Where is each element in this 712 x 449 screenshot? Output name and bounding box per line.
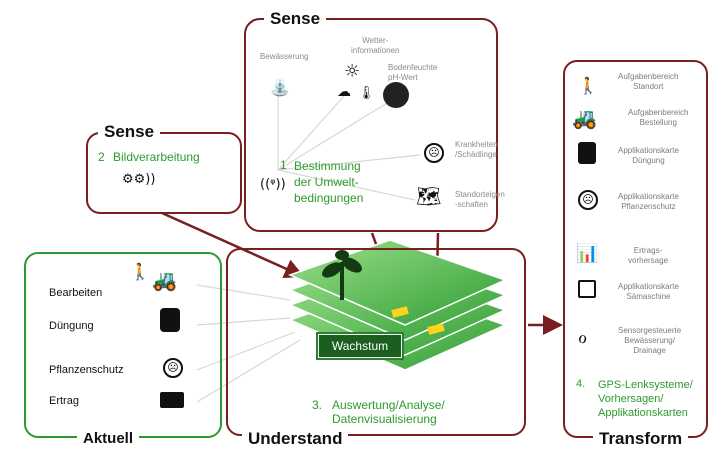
transform-item-saemaschine: Applikationskarte Sämaschine [618,282,679,301]
aktuell-item-duengung: Düngung [49,320,94,332]
aktuell-item-pflanzenschutz: Pflanzenschutz [49,364,124,376]
field-layers [287,239,508,371]
plant-protection-icon: ☹ [163,358,183,378]
transform-item-standort: Aufgabenbereich Standort [618,72,679,91]
farmer-standort-icon: 🚶 [578,76,598,95]
transform-item-duengung: Applikationskarte Düngung [618,146,679,165]
harvester-icon [160,392,184,408]
label-standorteigenschaften: Standorteigen -schaften [455,190,505,209]
yield-forecast-icon: 📊 [576,243,599,264]
understand-box [226,248,526,436]
sense-left-step-number: 2 [98,150,105,164]
label-wetterinformationen: Wetter- informationen [351,36,400,55]
understand-step-number: 3. [312,398,323,412]
farmer-icon: 🚶 [130,262,150,281]
aktuell-spokes [196,284,301,403]
transform-item-bewaesserung: Sensorgesteuerte Bewässerung/ Drainage [618,326,682,355]
label-bewaesserung: Bewässerung [260,52,309,61]
tractor-icon: 🚜 [152,268,177,292]
weather-sun-icon: ☼ [344,61,361,82]
aktuell-item-bearbeiten: Bearbeiten [49,287,103,299]
label-krankheiten: Krankheiten /Schädlinge [455,140,498,159]
thermometer-icon: 🌡 [358,86,375,101]
irrigation-icon: ⛲ [270,78,290,97]
wachstum-label: Wachstum [318,334,402,358]
protection-map-icon: ☹ [578,190,598,210]
understand-step-text: Auswertung/Analyse/ Datenvisualisierung [332,398,445,426]
sensor-irrigation-icon: ℴ [578,324,588,348]
transform-title: Transform [593,429,689,449]
signal-sensor-icon: ((ᵠ)) [260,177,286,192]
fertilizer-map-icon [578,142,596,164]
tractor-bestellung-icon: 🚜 [572,106,597,130]
map-location-icon: 🗺 [416,184,442,208]
aktuell-box [24,252,222,438]
fertilizer-bag-icon [160,308,180,332]
sense-spokes [277,94,421,201]
soil-moisture-icon [383,82,409,108]
sense-top-title: Sense [264,9,327,29]
understand-title: Understand [242,429,349,449]
sense-step-number: 1 [280,158,287,172]
arrow-sense-left-to-field [161,211,305,278]
aktuell-item-ertrag: Ertrag [49,395,79,407]
transform-item-ertragsvorhersage: Ertrags- vorhersage [628,246,669,265]
label-bodenfeuchte: Bodenfeuchte pH-Wert [388,63,438,82]
seeder-map-icon [578,280,596,298]
rain-cloud-icon: ☁ [337,84,351,100]
sense-left-title: Sense [98,122,161,142]
transform-step-number: 4. [576,378,586,390]
drone-icon: ⚙⚙)) [122,172,156,187]
aktuell-title: Aktuell [77,430,140,447]
sense-left-box [86,132,242,214]
transform-step-text: GPS-Lenksysteme/ Vorhersagen/ Applikatio… [598,379,693,419]
sense-top-box [244,18,498,232]
sense-step-text: Bestimmung der Umwelt- bedingungen [294,159,364,205]
sense-left-step-text: Bildverarbeitung [113,150,200,164]
transform-item-bestellung: Aufgabenbereich Bestellung [628,108,689,127]
transform-item-pflanzenschutz: Applikationskarte Pflanzenschutz [618,192,679,211]
disease-pest-icon: ☹ [424,143,444,163]
